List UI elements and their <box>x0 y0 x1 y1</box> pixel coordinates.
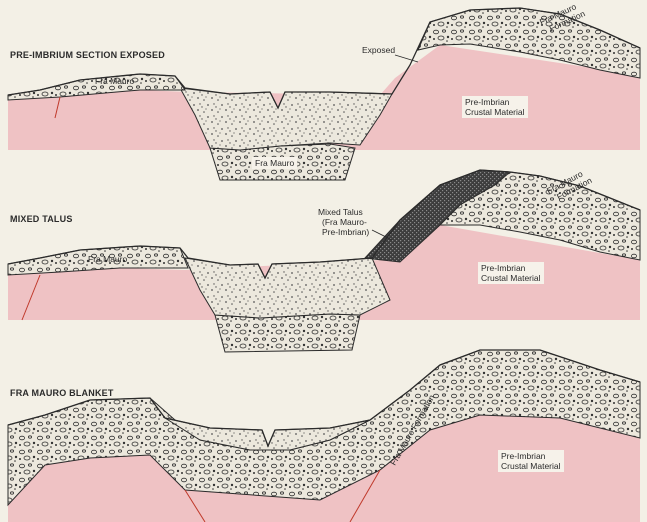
crustal-material-label: Pre-Imbrian Crustal Material <box>462 96 528 118</box>
fra-mauro-left-label: Fra Mauro <box>95 76 134 86</box>
crater-fill-layer <box>185 258 390 318</box>
fra-mauro-floor-label: Fra Mauro <box>252 157 297 169</box>
panel-2-heading: MIXED TALUS <box>10 214 73 224</box>
crater-fill-layer <box>180 88 392 150</box>
mixed-talus-label: Mixed Talus (Fra Mauro- Pre-Imbrian) <box>318 207 369 237</box>
exposed-label: Exposed <box>362 45 395 55</box>
crater-floor-layer <box>215 314 360 352</box>
crustal-material-label: Pre-Imbrian Crustal Material <box>498 450 564 472</box>
panel-3-heading: FRA MAURO BLANKET <box>10 388 114 398</box>
panel-1-heading: PRE-IMBRIUM SECTION EXPOSED <box>10 50 165 60</box>
crustal-material-label: Pre-Imbrian Crustal Material <box>478 262 544 284</box>
fra-mauro-left-label: Fra Mauro <box>88 254 127 264</box>
